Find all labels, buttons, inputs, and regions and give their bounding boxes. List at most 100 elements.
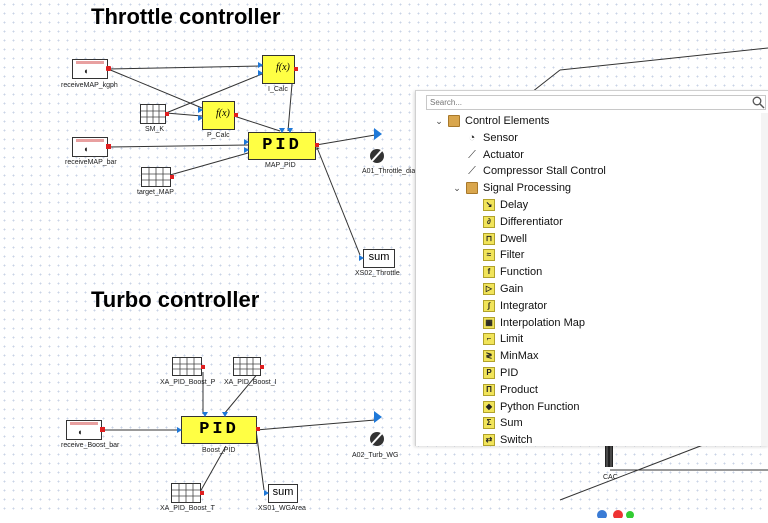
expand-chevron-icon[interactable]: ⌄ — [453, 182, 461, 193]
palette-item-label: Dwell — [500, 232, 527, 245]
integrator-icon: ∫ — [483, 299, 495, 312]
dwell-icon: ⊓ — [483, 232, 495, 245]
palette-item-label: Signal Processing — [483, 182, 572, 195]
xs02-sum-text: sum — [368, 251, 390, 263]
palette-item-python-function[interactable]: ◆ Python Function — [483, 399, 580, 415]
palette-item-compressor-stall-control[interactable]: ⟋ Compressor Stall Control — [466, 163, 606, 179]
p-calc-function-block[interactable]: f(x) — [198, 101, 238, 130]
sm-k-label: SM_K — [145, 126, 165, 133]
map-pid-block[interactable]: PID — [244, 128, 319, 160]
receive-boost-bar-label: receive_Boost_bar — [61, 442, 120, 449]
xs02-throttle-label: XS02_Throttle — [355, 270, 400, 277]
target-map-label: target_MAP — [137, 189, 174, 196]
gain-icon: ▷ — [483, 283, 495, 295]
sm-k-table-block[interactable] — [140, 104, 169, 124]
palette-item-minmax[interactable]: ≷MinMax — [483, 348, 539, 364]
receive-boost-bar-block[interactable]: ◖ — [66, 420, 105, 440]
a01-throttle-label: A01_Throttle_dia — [362, 168, 416, 175]
palette-item-control-elements[interactable]: ⌄ Control Elements — [435, 113, 550, 129]
throttle-controller-heading: Throttle controller — [91, 4, 281, 29]
boost-pid-label: Boost_PID — [202, 447, 236, 454]
limit-icon: ⌐ — [483, 333, 495, 346]
differentiator-icon: ∂ — [483, 215, 495, 228]
palette-item-label: Delay — [500, 199, 529, 211]
palette-item-filter[interactable]: ≈ Filter — [483, 247, 524, 263]
component-palette-panel: ⌄ Control Elements ◔Sensor⟋Actuator ⟋ Compre… — [415, 90, 768, 448]
folder-icon — [448, 115, 460, 127]
palette-search-input[interactable] — [426, 95, 766, 110]
palette-item-label: Filter — [500, 249, 525, 262]
i-calc-function-block[interactable]: f(x) — [258, 55, 298, 84]
compressor-icon: ⟋ — [468, 165, 476, 178]
xa-pid-boost-i-label: XA_PID_Boost_I — [224, 379, 277, 386]
palette-item-label: Function — [500, 266, 543, 279]
receive-map-bar-label: receiveMAP_bar — [65, 159, 117, 166]
i-calc-label: I_Calc — [268, 86, 288, 93]
turbo-controller-heading: Turbo controller — [91, 287, 260, 312]
boost-pid-block[interactable]: PID — [177, 412, 260, 444]
map-pid-label: MAP_PID — [265, 162, 296, 169]
cac-label: CAC — [603, 474, 618, 481]
minmax-icon: ≷ — [483, 350, 495, 363]
palette-item-label: Switch — [500, 434, 533, 447]
palette-item-label: Gain — [500, 283, 524, 295]
delay-icon: ↘ — [483, 199, 495, 211]
switch-icon: ⇄ — [483, 434, 495, 447]
pid-icon: P — [483, 367, 495, 379]
xa-pid-boost-t-label: XA_PID_Boost_T — [160, 505, 215, 512]
a01-throttle-actuator[interactable] — [368, 128, 384, 168]
palette-item-switch[interactable]: ⇄ Switch — [483, 432, 532, 448]
palette-item-pid[interactable]: P PID — [483, 365, 518, 381]
palette-item-sensor[interactable]: ◔Sensor — [466, 130, 518, 146]
palette-item-dwell[interactable]: ⊓ Dwell — [483, 231, 527, 247]
receive-map-kgph-block[interactable]: ◖ — [72, 59, 111, 79]
palette-item-label: Differentiator — [500, 215, 563, 228]
p-calc-fx-text: f(x) — [216, 108, 230, 119]
map-icon: ▦ — [483, 316, 495, 329]
palette-item-function[interactable]: f Function — [483, 264, 542, 280]
xs01-wgarea-sum-block[interactable]: sum — [264, 484, 298, 503]
gauge-icon: ◔ — [468, 131, 476, 144]
palette-item-limit[interactable]: ⌐Limit — [483, 331, 523, 347]
xa-pid-boost-p-table-block[interactable] — [172, 357, 205, 376]
i-calc-fx-text: f(x) — [276, 62, 290, 73]
palette-item-label: PID — [500, 367, 519, 379]
palette-item-label: Integrator — [500, 299, 548, 312]
p-calc-label: P_Calc — [207, 132, 230, 139]
folder-icon — [466, 182, 478, 195]
palette-item-interpolation-map[interactable]: ▦ Interpolation Map — [483, 315, 585, 331]
palette-item-gain[interactable]: ▷ Gain — [483, 281, 523, 297]
palette-item-label: Python Function — [500, 400, 580, 413]
palette-item-label: Compressor Stall Control — [483, 165, 606, 178]
palette-item-differentiator[interactable]: ∂ Differentiator — [483, 214, 563, 230]
xs02-throttle-sum-block[interactable]: sum — [359, 249, 395, 268]
receive-map-bar-block[interactable]: ◖ — [72, 137, 111, 157]
xs01-wgarea-label: XS01_WGArea — [258, 505, 306, 512]
palette-item-integrator[interactable]: ∫ Integrator — [483, 298, 547, 314]
search-icon[interactable] — [752, 96, 765, 109]
partial-component[interactable] — [590, 505, 640, 520]
xs01-sum-text: sum — [272, 486, 294, 498]
xa-pid-boost-i-table-block[interactable] — [233, 357, 264, 376]
python-icon: ◆ — [483, 400, 495, 413]
expand-chevron-icon[interactable]: ⌄ — [435, 115, 443, 126]
xa-pid-boost-t-table-block[interactable] — [171, 483, 204, 503]
function-icon: f — [483, 266, 495, 279]
palette-item-label: Control Elements — [465, 115, 550, 127]
filter-icon: ≈ — [483, 249, 495, 262]
palette-item-label: Product — [500, 383, 538, 396]
palette-item-actuator[interactable]: ⟋Actuator — [466, 147, 524, 163]
a02-turb-wg-label: A02_Turb_WG — [352, 452, 399, 459]
palette-item-label: Interpolation Map — [500, 316, 585, 329]
palette-item-delay[interactable]: ↘ Delay — [483, 197, 528, 213]
receive-map-kgph-label: receiveMAP_kgph — [61, 82, 118, 89]
palette-scrollbar[interactable] — [761, 113, 768, 446]
palette-item-label: Sum — [500, 417, 523, 430]
cac-component[interactable] — [603, 443, 615, 471]
palette-item-label: Actuator — [483, 148, 524, 161]
a02-turb-wg-actuator[interactable] — [368, 411, 386, 451]
palette-item-signal-processing[interactable]: ⌄ Signal Processing — [453, 180, 572, 196]
target-map-table-block[interactable] — [141, 167, 174, 187]
